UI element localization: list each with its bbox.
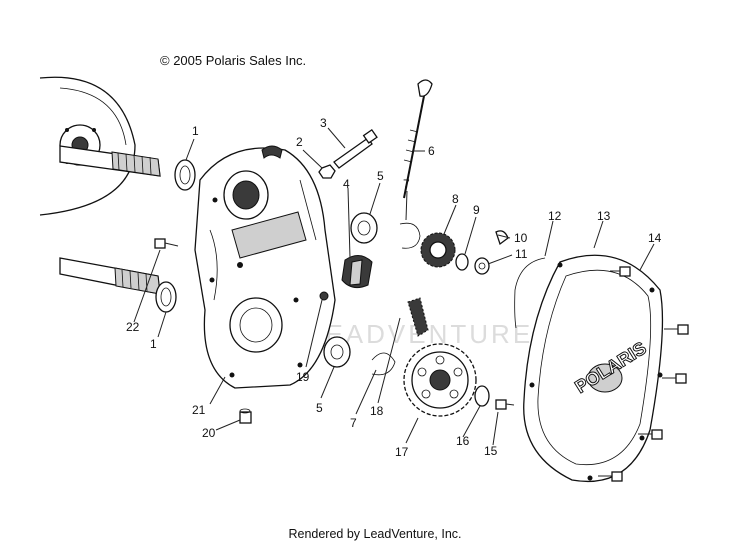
callout-1-lower: 1: [150, 337, 157, 351]
callout-22: 22: [126, 320, 140, 334]
callout-2: 2: [296, 135, 303, 149]
cover-bolts: [598, 266, 689, 482]
callout-7: 7: [403, 177, 410, 191]
callout-3: 3: [320, 116, 327, 130]
o-ring-gasket: [514, 257, 546, 329]
nut-11: [474, 257, 490, 275]
callout-6: 6: [428, 144, 435, 158]
seal-upper: [174, 159, 196, 191]
washer-16: [474, 385, 490, 407]
snap-ring-upper: [399, 222, 421, 249]
callout-20: 20: [202, 426, 216, 440]
callout-15: 15: [484, 444, 498, 458]
drive-chain: [407, 297, 429, 337]
bolt-15: [495, 399, 515, 410]
nut-2: [318, 164, 336, 179]
top-sprocket: [420, 232, 456, 268]
callout-14: 14: [648, 231, 662, 245]
copyright-notice: © 2005 Polaris Sales Inc.: [160, 53, 307, 68]
callout-18: 18: [370, 404, 384, 418]
leader-lines: [133, 127, 655, 446]
callout-8: 8: [452, 192, 459, 206]
nut-19: [319, 291, 329, 301]
bottom-sprocket: [403, 343, 477, 417]
lower-shaft: [59, 257, 161, 295]
callout-labels: 1 2 3 4 5 6 7 8 9 10 11 12 13 14 15 16 1…: [126, 116, 662, 459]
washer-9: [455, 253, 469, 271]
bearing-upper: [350, 212, 378, 244]
chain-tensioner: [341, 255, 373, 289]
callout-5-lower: 5: [316, 401, 323, 415]
callout-4: 4: [343, 177, 350, 191]
callout-10: 10: [514, 231, 528, 245]
callout-21: 21: [192, 403, 206, 417]
callout-1: 1: [192, 124, 199, 138]
callout-5: 5: [377, 169, 384, 183]
callout-19: 19: [296, 370, 310, 384]
callout-13: 13: [597, 209, 611, 223]
callout-7-lower: 7: [350, 416, 357, 430]
upper-shaft: [59, 145, 161, 177]
bolt-3: [333, 128, 378, 169]
seal-lower: [155, 281, 177, 313]
chaincase-housing: [194, 145, 336, 389]
render-credit: Rendered by LeadVenture, Inc.: [288, 527, 462, 541]
snap-ring-lower: [371, 352, 396, 376]
drain-plug: [239, 408, 252, 424]
callout-11: 11: [515, 247, 528, 261]
chaincase-cover: POLARIS: [523, 254, 664, 482]
callout-17: 17: [395, 445, 409, 459]
callout-16: 16: [456, 434, 470, 448]
callout-12: 12: [548, 209, 562, 223]
dipstick: [403, 79, 433, 199]
bolt-22: [154, 238, 179, 249]
drive-sheave: [39, 76, 136, 216]
callout-9: 9: [473, 203, 480, 217]
bearing-lower: [323, 336, 351, 368]
